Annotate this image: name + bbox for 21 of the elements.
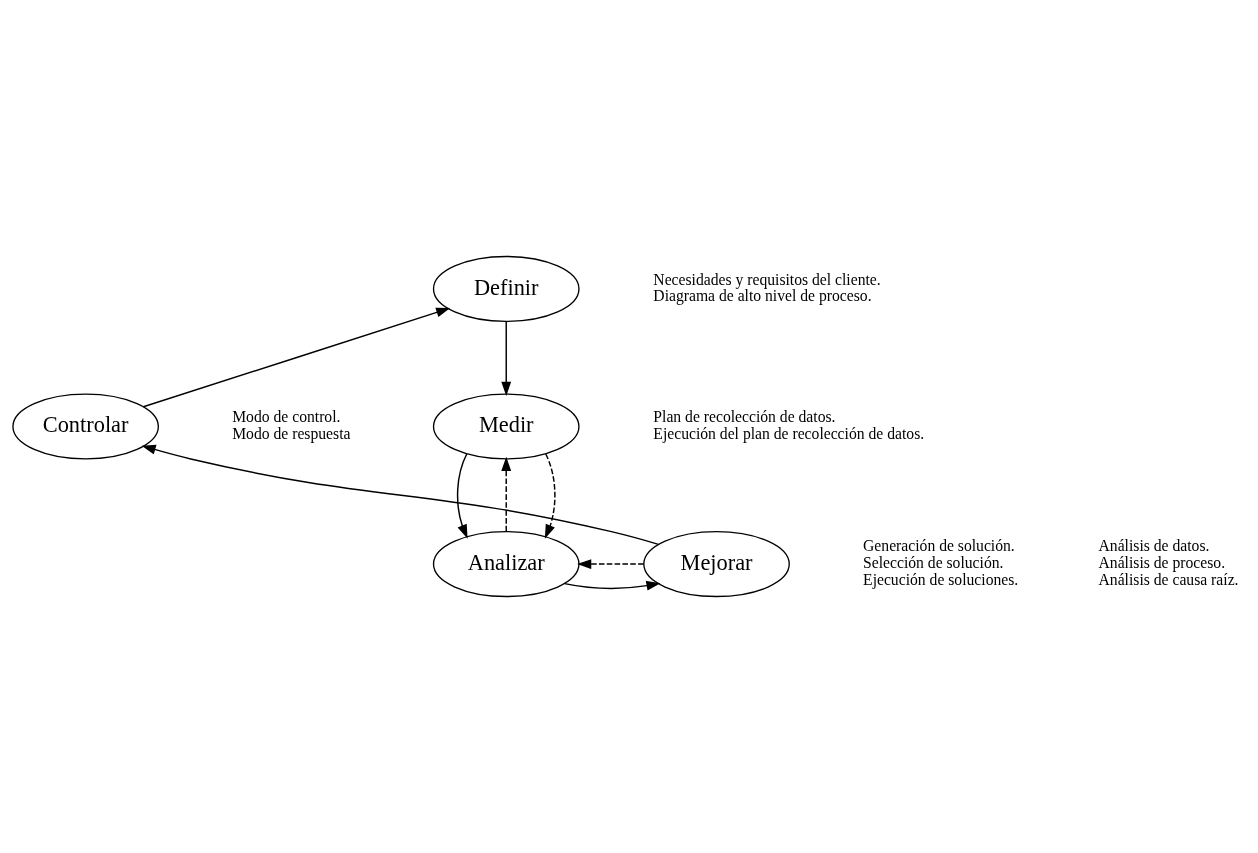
node-label: Necesidades y requisitos del cliente. xyxy=(653,270,881,288)
node-label: Modo de respuesta xyxy=(232,425,351,443)
arrow xyxy=(501,320,512,396)
arrow xyxy=(456,453,468,539)
node-ellipse: Analizar xyxy=(432,531,580,598)
node-label: Plan de recolección de datos. xyxy=(653,408,836,426)
node-label: Ejecución del plan de recolección de datos. xyxy=(653,425,925,443)
arrow xyxy=(577,559,645,570)
node-label: Análisis de causa raíz. xyxy=(1098,571,1239,588)
node-label: Análisis de datos. xyxy=(1098,537,1210,555)
arrow xyxy=(501,456,512,532)
node-label: Selección de solución. xyxy=(863,554,1004,572)
node-label: Generación de solución. xyxy=(863,537,1015,555)
arrow xyxy=(544,453,556,539)
node-ellipse: Medir xyxy=(432,393,580,460)
node-label: Modo de control. xyxy=(232,408,341,426)
node-label: Análisis de proceso. xyxy=(1098,554,1226,572)
arrow xyxy=(563,580,661,591)
arrow xyxy=(142,307,451,408)
arrow xyxy=(141,444,660,546)
node-label: Ejecución de soluciones. xyxy=(863,571,1019,588)
